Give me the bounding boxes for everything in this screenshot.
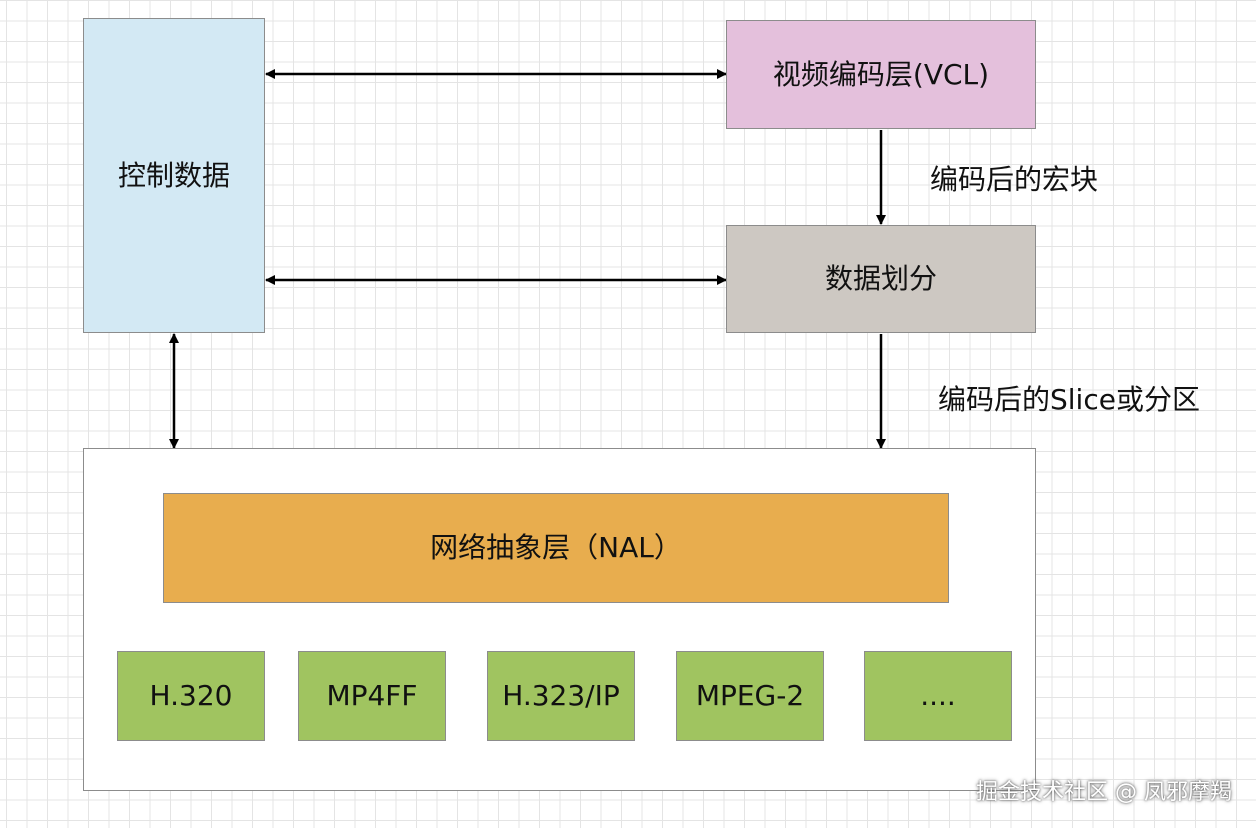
vcl-label: 视频编码层(VCL) [772,57,990,91]
edge-label-encoded-macroblocks: 编码后的宏块 [930,163,1099,196]
edge-label-encoded-slices: 编码后的Slice或分区 [938,383,1200,416]
protocol-label: MPEG-2 [695,679,805,713]
control-data-box: 控制数据 [83,18,265,333]
protocol-box-h320: H.320 [117,651,265,741]
watermark: 掘金技术社区 @ 凤邪摩羯 [976,780,1232,805]
protocol-label: MP4FF [326,679,418,713]
protocol-box-mp4ff: MP4FF [298,651,446,741]
control-data-label: 控制数据 [117,158,230,192]
data-partition-label: 数据划分 [824,262,937,296]
nal-label: 网络抽象层（NAL） [430,531,682,565]
vcl-box: 视频编码层(VCL) [726,20,1036,129]
protocol-box-more: .... [864,651,1012,741]
protocol-label: H.320 [149,679,233,713]
protocol-box-mpeg2: MPEG-2 [676,651,824,741]
nal-box: 网络抽象层（NAL） [163,493,949,603]
data-partition-box: 数据划分 [726,225,1036,333]
protocol-label: .... [920,679,956,713]
protocol-label: H.323/IP [502,679,620,713]
protocol-box-h323ip: H.323/IP [487,651,635,741]
